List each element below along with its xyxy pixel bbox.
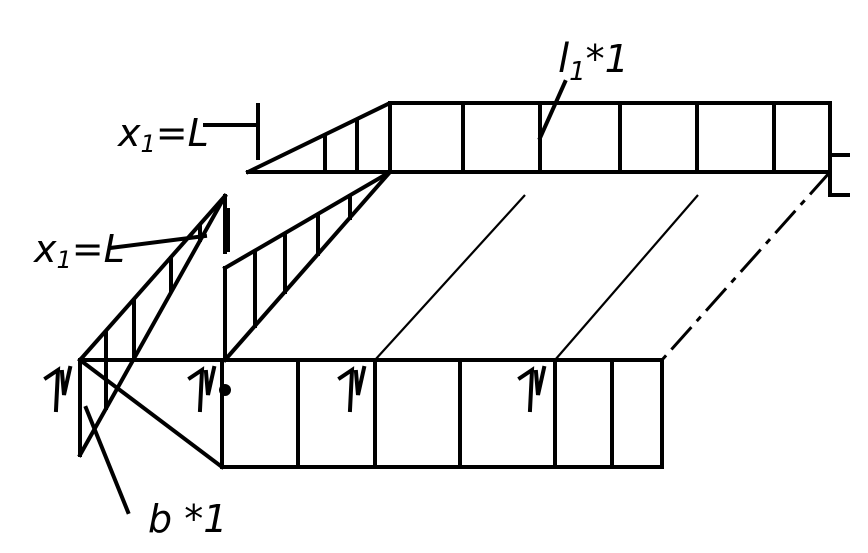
support-4 <box>517 365 547 413</box>
leaders <box>83 79 568 515</box>
deck-line <box>374 194 526 361</box>
support-3 <box>337 365 367 413</box>
back-beam-end-bracket <box>828 170 850 197</box>
x1-left-leader <box>107 233 208 251</box>
deck-line <box>554 194 699 361</box>
b-load-label: b *1 <box>148 497 227 541</box>
front-beam-diagram <box>78 358 664 469</box>
supports <box>43 365 547 413</box>
deck-edge-left <box>222 169 393 363</box>
left-transverse-diagram <box>222 169 393 362</box>
x1-left-label: x1=L <box>33 227 125 274</box>
support-2-pin <box>219 384 231 396</box>
l1-leader <box>537 79 568 141</box>
deck-edge-right <box>660 171 832 361</box>
x1-top-label: x1=L <box>117 111 209 158</box>
l1-load-label: l1*1 <box>558 36 629 87</box>
front-beam-outline <box>78 358 664 469</box>
cross-section-envelope <box>77 193 228 363</box>
transverse-envelope <box>222 169 393 271</box>
back-beam-outline <box>245 101 832 175</box>
cross-section-diagram <box>77 193 228 470</box>
deck-lines <box>222 169 832 363</box>
b-leader <box>83 405 131 515</box>
cross-section-to-beam <box>77 357 225 470</box>
support-1 <box>43 365 73 413</box>
support-2 <box>187 365 217 413</box>
